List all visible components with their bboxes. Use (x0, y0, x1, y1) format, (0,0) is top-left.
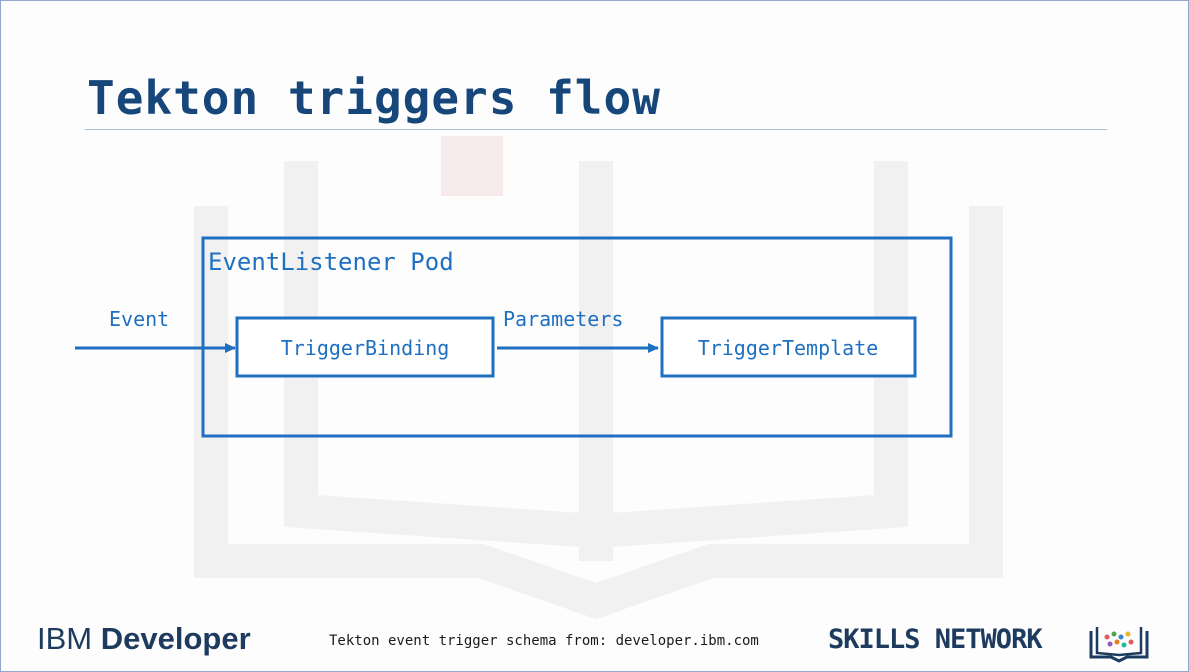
page-title: Tekton triggers flow (87, 71, 661, 125)
parameters-label: Parameters (503, 307, 623, 331)
ibm-developer-logo: IBM Developer (37, 621, 251, 657)
source-caption: Tekton event trigger schema from: develo… (329, 633, 759, 649)
eventlistener-pod-label: EventListener Pod (208, 248, 454, 276)
brand-prefix: IBM (37, 621, 93, 656)
event-label: Event (109, 307, 169, 331)
eventlistener-pod-box (201, 236, 953, 438)
triggertemplate-node (660, 316, 917, 378)
triggertemplate-label: TriggerTemplate (698, 336, 879, 360)
title-divider (85, 129, 1107, 130)
triggerbinding-node (235, 316, 495, 378)
brand-name: Developer (100, 621, 251, 656)
book-icon (1089, 627, 1149, 663)
triggerbinding-label: TriggerBinding (281, 336, 450, 360)
skills-network-logo: SKILLS NETWORK (828, 624, 1043, 655)
